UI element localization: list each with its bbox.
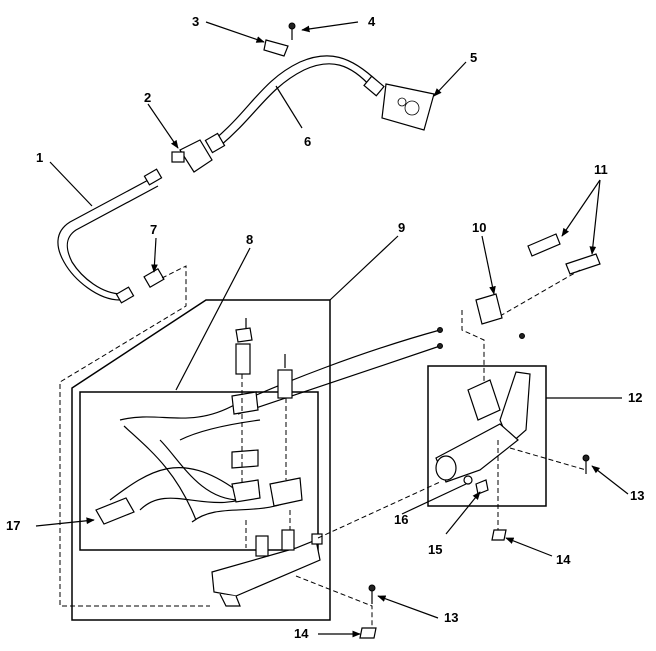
callout-4: 4: [368, 14, 376, 29]
gas-valve: [211, 481, 441, 639]
callout-6: 6: [304, 134, 311, 149]
igniter-bracket-assembly: [427, 233, 601, 541]
callout-2: 2: [144, 90, 151, 105]
callout-1: 1: [36, 150, 43, 165]
callout-16: 16: [394, 512, 408, 527]
callout-7: 7: [150, 222, 157, 237]
callout-15: 15: [428, 542, 442, 557]
callout-14-bottom: 14: [294, 626, 309, 641]
callout-11: 11: [594, 162, 608, 177]
callout-12: 12: [628, 390, 642, 405]
callout-3: 3: [192, 14, 199, 29]
callout-13-bottom: 13: [444, 610, 458, 625]
callout-9: 9: [398, 220, 405, 235]
leader-lines: [35, 21, 629, 638]
gas-tube-assembly: [57, 22, 435, 607]
callouts: 1 2 3 4 5 6 7 8 9 10 11 12 13 13 14 14 1…: [6, 14, 644, 641]
burner-harness: [95, 318, 443, 548]
callout-8: 8: [246, 232, 253, 247]
callout-17: 17: [6, 518, 20, 533]
callout-14-right: 14: [556, 552, 571, 567]
callout-13-right: 13: [630, 488, 644, 503]
valve-assembly-frame: [71, 299, 331, 621]
callout-10: 10: [472, 220, 486, 235]
callout-5: 5: [470, 50, 477, 65]
